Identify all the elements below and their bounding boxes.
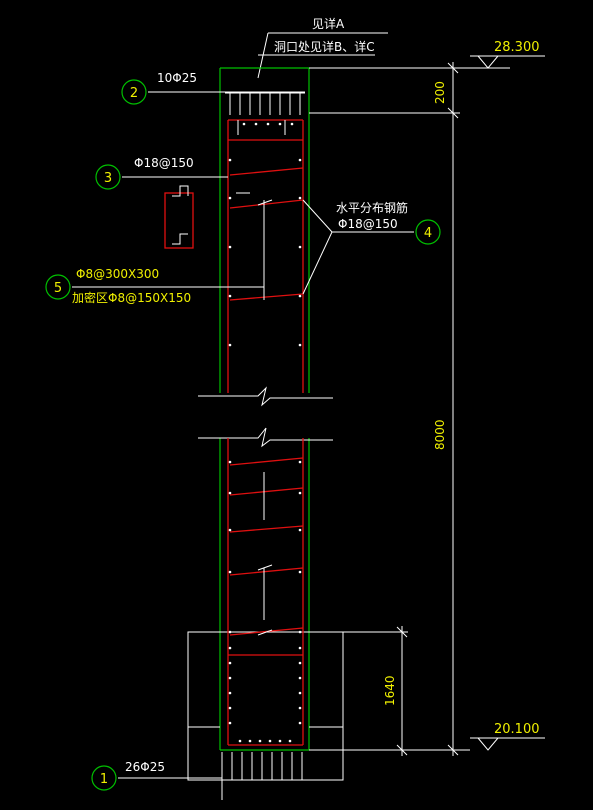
vertical-spec-top: 10Φ25 <box>157 71 197 85</box>
horizontal-rebar-spec: Φ18@150 <box>338 217 398 231</box>
callout-4-label: 4 <box>424 226 432 241</box>
callout-5-circle <box>45 274 71 300</box>
rebar-dots <box>228 122 302 743</box>
break-line-top <box>198 386 333 407</box>
break-line-bottom <box>198 427 333 448</box>
callout-3-label: 3 <box>104 171 112 186</box>
callout-1-circle <box>91 765 117 791</box>
dimension-lines <box>309 62 470 756</box>
tie-dense-spec: 加密区Φ8@150X150 <box>72 290 191 305</box>
top-vertical-bars <box>225 92 305 135</box>
callout-1-label: 1 <box>100 772 108 787</box>
callout-4-leader <box>302 199 414 295</box>
elevation-top-label: 28.300 <box>494 40 540 55</box>
foundation-outline <box>187 631 344 781</box>
tie-lines <box>236 192 273 636</box>
dimension-200: 200 <box>433 81 447 104</box>
see-detail-a-note: 见详A <box>312 16 345 31</box>
top-annotation-leaders <box>257 32 388 79</box>
callout-3-circle <box>95 164 121 190</box>
tie-detail-icon <box>164 185 194 249</box>
elevation-marker-top <box>470 55 545 69</box>
callout-4-circle <box>415 219 441 245</box>
vertical-spec-left: Φ18@150 <box>134 156 194 170</box>
horizontal-rebar-title: 水平分布钢筋 <box>336 200 408 215</box>
callout-2-label: 2 <box>130 86 138 101</box>
elevation-bottom-label: 20.100 <box>494 722 540 737</box>
tie-spec: Φ8@300X300 <box>76 267 159 281</box>
dimension-8000: 8000 <box>433 419 447 450</box>
callout-5-label: 5 <box>54 281 62 296</box>
dimension-1640: 1640 <box>383 675 397 706</box>
elevation-marker-bottom <box>470 737 545 751</box>
opening-note: 洞口处见详B、详C <box>274 39 375 54</box>
bottom-vertical-bars <box>221 752 303 800</box>
vertical-spec-bottom: 26Φ25 <box>125 760 165 774</box>
rebar-cage-upper <box>227 119 304 393</box>
wall-outline <box>219 67 310 751</box>
rebar-cage-lower <box>227 438 304 746</box>
callout-2-circle <box>121 79 147 105</box>
